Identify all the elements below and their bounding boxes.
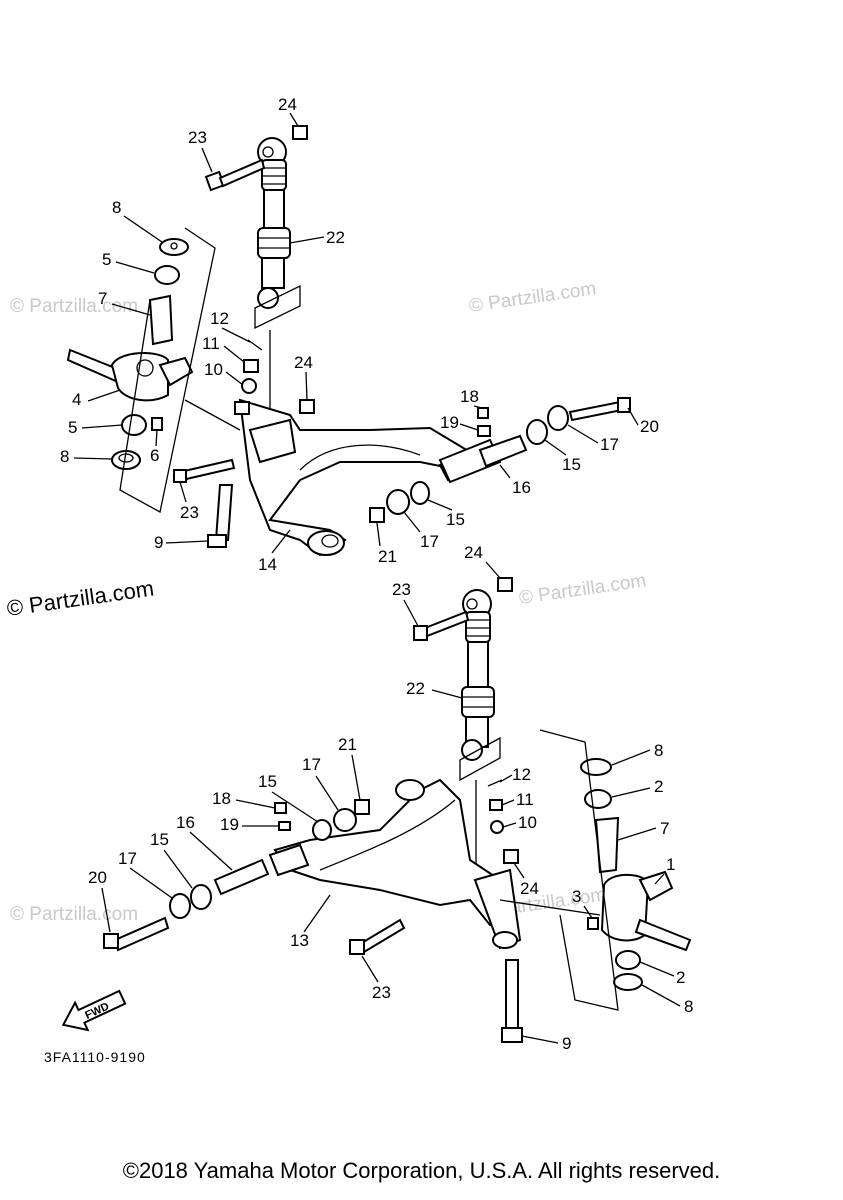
fwd-arrow: FWD bbox=[61, 989, 127, 1032]
callout: 24 bbox=[278, 95, 297, 114]
callout: 1 bbox=[666, 855, 675, 874]
callout: 17 bbox=[302, 755, 321, 774]
callouts-upper: 24 23 22 8 5 7 12 11 10 24 4 5 6 8 23 9 … bbox=[60, 95, 659, 574]
copyright-footer: ©2018 Yamaha Motor Corporation, U.S.A. A… bbox=[122, 1158, 721, 1183]
nut-11 bbox=[243, 359, 259, 373]
callout: 5 bbox=[68, 418, 77, 437]
bolt-9-lower bbox=[501, 959, 523, 1043]
callout: 4 bbox=[72, 390, 81, 409]
callout: 11 bbox=[516, 790, 534, 809]
callout: 17 bbox=[420, 532, 439, 551]
callout: 15 bbox=[446, 510, 465, 529]
upper-assembly bbox=[66, 125, 631, 557]
callout: 18 bbox=[460, 387, 479, 406]
callout: 23 bbox=[372, 983, 391, 1002]
callouts-lower: 24 23 22 8 2 7 1 3 2 8 9 12 11 10 24 17 … bbox=[88, 543, 693, 1053]
knuckle-parts-upper bbox=[66, 238, 194, 470]
callout: 3 bbox=[572, 887, 581, 906]
callout: 7 bbox=[98, 289, 107, 308]
callout: 9 bbox=[562, 1034, 571, 1053]
callout: 8 bbox=[684, 997, 693, 1016]
callout: 10 bbox=[518, 813, 537, 832]
bolt-23-lower bbox=[358, 918, 406, 954]
callout: 2 bbox=[676, 968, 685, 987]
callout: 17 bbox=[600, 435, 619, 454]
callout: 5 bbox=[102, 250, 111, 269]
shock-absorber-upper bbox=[254, 137, 301, 420]
callout: 11 bbox=[202, 334, 220, 353]
diagram-code: 3FA1110-9190 bbox=[44, 1049, 146, 1065]
callout: 24 bbox=[294, 353, 313, 372]
callout: 12 bbox=[512, 765, 531, 784]
callout: 17 bbox=[118, 849, 137, 868]
watermark: © Partzilla.com bbox=[468, 278, 598, 317]
callout: 10 bbox=[204, 360, 223, 379]
callout: 9 bbox=[154, 533, 163, 552]
pivot-hardware-lower bbox=[103, 799, 370, 952]
callout: 21 bbox=[338, 735, 357, 754]
callout: 12 bbox=[210, 309, 229, 328]
callout: 18 bbox=[212, 789, 231, 808]
callout: 7 bbox=[660, 819, 669, 838]
leader-bracket bbox=[539, 729, 619, 1011]
knuckle-parts-lower bbox=[580, 758, 692, 991]
fwd-label: FWD bbox=[83, 1000, 111, 1021]
nut-24-lower bbox=[497, 577, 513, 592]
callout: 8 bbox=[60, 447, 69, 466]
leader-bracket bbox=[119, 227, 216, 513]
washer-10 bbox=[234, 401, 250, 415]
washer-10b bbox=[241, 378, 257, 394]
nut-11-lower bbox=[489, 799, 503, 811]
watermark: © Partzilla.com bbox=[10, 904, 138, 925]
bolt-head bbox=[173, 469, 187, 483]
callout: 8 bbox=[112, 198, 121, 217]
watermark: © Partzilla.com bbox=[10, 296, 138, 317]
callout: 24 bbox=[520, 879, 539, 898]
callout: 2 bbox=[654, 777, 663, 796]
pivot-hardware-upper bbox=[369, 397, 631, 523]
shock-absorber-lower bbox=[459, 589, 501, 880]
callout: 19 bbox=[220, 815, 239, 834]
callout: 23 bbox=[392, 580, 411, 599]
bolt-head bbox=[349, 939, 365, 955]
callout: 21 bbox=[378, 547, 397, 566]
callout: 16 bbox=[176, 813, 195, 832]
nut-24-mid bbox=[299, 399, 315, 414]
bolt-23-upper bbox=[204, 158, 266, 192]
callout: 19 bbox=[440, 413, 459, 432]
callout: 15 bbox=[258, 772, 277, 791]
callout: 14 bbox=[258, 555, 277, 574]
callout: 22 bbox=[326, 228, 345, 247]
callout: 13 bbox=[290, 931, 309, 950]
callout: 23 bbox=[188, 128, 207, 147]
callout: 22 bbox=[406, 679, 425, 698]
bolt-head bbox=[413, 625, 428, 641]
callout: 20 bbox=[88, 868, 107, 887]
lower-assembly bbox=[103, 577, 692, 1043]
callout: 6 bbox=[150, 446, 159, 465]
cotter-pin-12-lower bbox=[487, 779, 503, 787]
bolt-9-upper bbox=[207, 484, 234, 548]
watermark: © Partzilla.com bbox=[518, 570, 648, 609]
callout: 24 bbox=[464, 543, 483, 562]
callout: 8 bbox=[654, 741, 663, 760]
washer-10-lower bbox=[490, 820, 504, 834]
nut-24-lower-mid bbox=[503, 849, 519, 864]
cotter-pin-12 bbox=[247, 339, 263, 351]
watermark-dark: © Partzilla.com bbox=[5, 576, 155, 621]
bolt-23-mid bbox=[178, 458, 236, 482]
callout: 23 bbox=[180, 503, 199, 522]
callout: 20 bbox=[640, 417, 659, 436]
callout: 16 bbox=[512, 478, 531, 497]
leader-line bbox=[499, 899, 601, 916]
nut-24-upper bbox=[292, 125, 308, 140]
callout: 15 bbox=[150, 830, 169, 849]
leader-line bbox=[184, 399, 241, 431]
callout: 15 bbox=[562, 455, 581, 474]
